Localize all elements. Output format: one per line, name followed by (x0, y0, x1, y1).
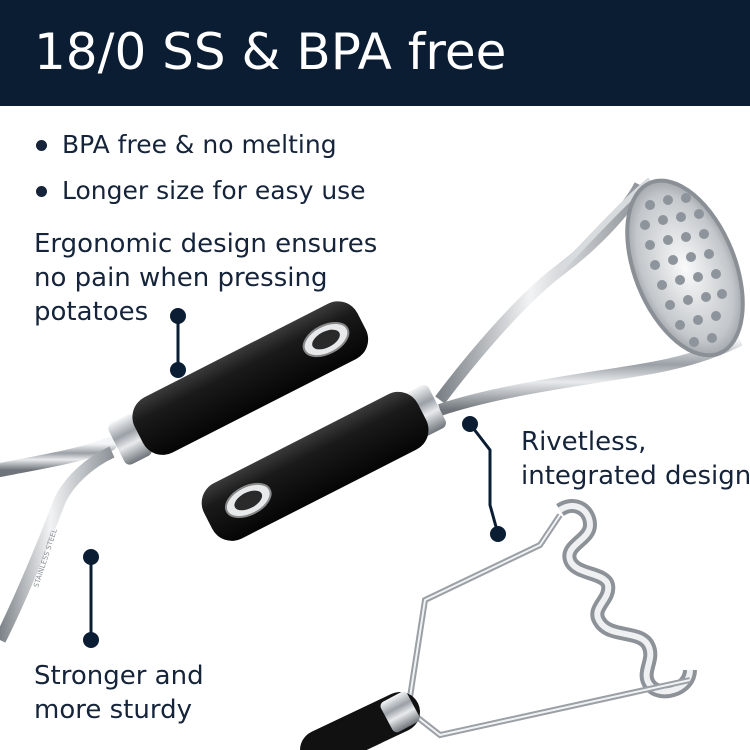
callout-line: integrated design (521, 461, 750, 491)
masher-left-shaft: STAINLESS STEEL (0, 437, 117, 643)
bullet-item: BPA free & no melting (34, 122, 366, 168)
title-banner: 18/0 SS & BPA free (0, 0, 750, 106)
bullet-dot-icon (36, 140, 47, 151)
callout-line: Ergonomic design ensures (34, 229, 378, 259)
bullet-text: BPA free & no melting (62, 130, 337, 159)
masher-handle-upper (108, 301, 369, 465)
wire-zigzag-masher (300, 499, 697, 750)
callout-line: no pain when pressing (34, 263, 328, 293)
callout-pointer-rivetless (462, 416, 506, 542)
banner-title: 18/0 SS & BPA free (34, 23, 507, 81)
perforated-masher-plate (625, 178, 745, 358)
callout-pointer-ergonomic (170, 308, 186, 378)
callout-ergonomic: Ergonomic design ensures no pain when pr… (34, 227, 377, 329)
callout-pointer-sturdy (83, 549, 99, 648)
bullet-item: Longer size for easy use (34, 168, 366, 214)
masher-handle-lower (201, 384, 446, 541)
callout-rivetless: Rivetless, integrated design (521, 425, 750, 493)
callout-line: potatoes (34, 297, 149, 327)
callout-line: more sturdy (34, 695, 192, 725)
bullet-dot-icon (36, 186, 47, 197)
callout-sturdy: Stronger and more sturdy (34, 659, 204, 727)
bullet-text: Longer size for easy use (62, 176, 366, 205)
callout-line: Stronger and (34, 661, 204, 691)
feature-bullets: BPA free & no melting Longer size for ea… (34, 122, 366, 214)
callout-line: Rivetless, (521, 427, 647, 457)
